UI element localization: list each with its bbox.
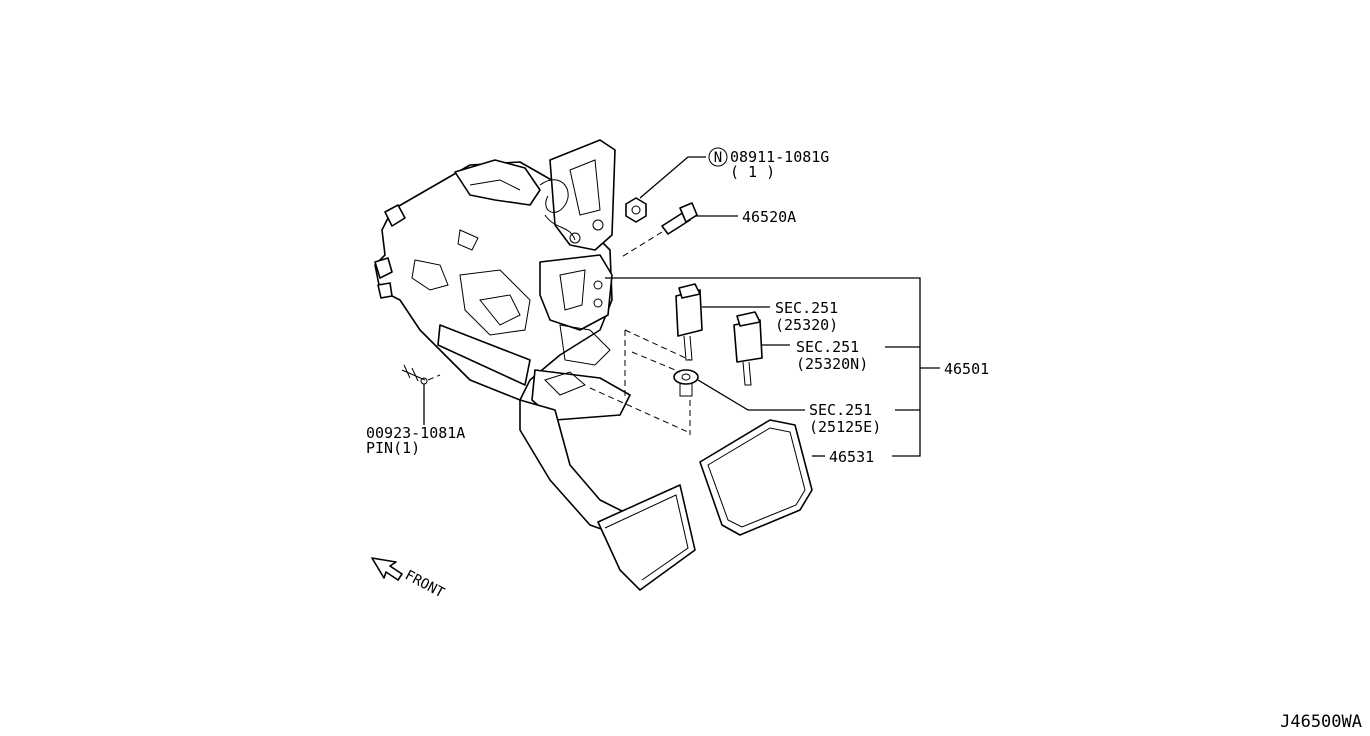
front-arrow-icon — [371, 557, 403, 581]
pedal-arm — [519, 399, 696, 591]
pin-part — [401, 364, 441, 385]
switch2-reference: (25320N) — [796, 355, 868, 373]
leader-lines — [423, 156, 940, 457]
pin-part-number: 00923-1081A — [366, 424, 465, 442]
bolt-part — [619, 202, 698, 259]
switch1-section: SEC.251 — [775, 299, 838, 317]
front-direction-indicator: FRONT — [371, 557, 447, 602]
pedal-pad-46531 — [699, 419, 813, 536]
nut-symbol-circle — [708, 147, 728, 167]
switch3-section: SEC.251 — [809, 401, 872, 419]
bolt-part-number: 46520A — [742, 208, 796, 226]
switch1-reference: (25320) — [775, 316, 838, 334]
nut-callout: N 08911-1081G ( 1 ) — [708, 147, 829, 181]
nut-part-number: 08911-1081G — [730, 148, 829, 166]
switch2-section: SEC.251 — [796, 338, 859, 356]
switch-25320n — [733, 311, 763, 386]
switch3-reference: (25125E) — [809, 418, 881, 436]
switch-25320 — [675, 283, 703, 361]
pedal-bracket-assembly — [374, 139, 631, 421]
pin-quantity: PIN(1) — [366, 439, 420, 457]
assembly-part-number: 46501 — [944, 360, 989, 378]
front-label: FRONT — [402, 567, 447, 601]
clip-25125e — [673, 369, 699, 397]
nut-symbol: N — [714, 150, 722, 166]
nut-part — [625, 197, 647, 223]
pad-part-number: 46531 — [829, 448, 874, 466]
nut-quantity: ( 1 ) — [730, 163, 775, 181]
dashed-guides — [589, 329, 691, 435]
diagram-code: J46500WA — [1280, 712, 1362, 732]
